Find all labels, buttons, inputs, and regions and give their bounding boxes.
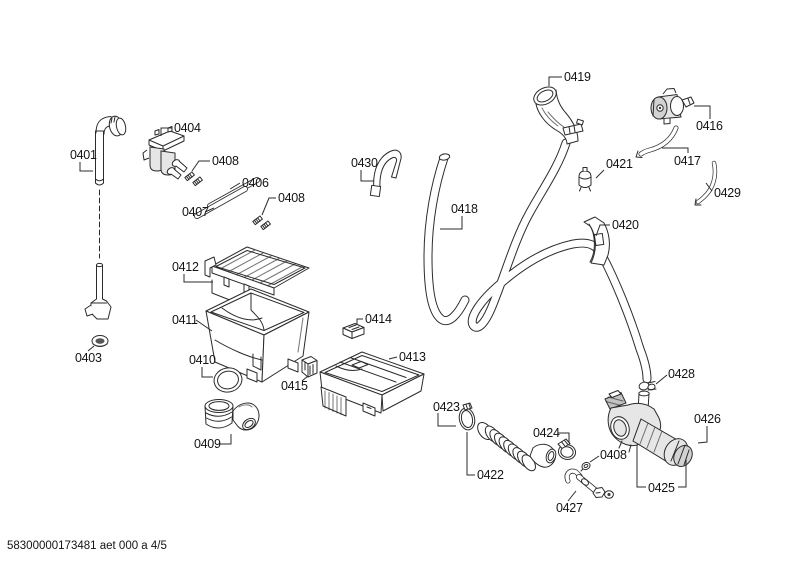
part-0429-hose-drawing [694,160,718,206]
part-0420-bracket-drawing [583,216,610,266]
part-0419-drain-hose-drawing [472,86,647,379]
part-0423-clamp-drawing [458,402,476,431]
part-0411-dispenser-housing-drawing [205,288,310,383]
part-0422-corrugated-hose-drawing [477,421,557,472]
part-label-0409: 0409 [194,437,221,451]
part-0408-screws-b-drawing [252,215,271,231]
part-0421-clip-drawing [578,167,592,192]
part-label-0426: 0426 [694,412,721,426]
part-label-0425: 0425 [648,481,675,495]
part-0416-vent-valve-drawing [650,88,695,125]
part-0430-hose-holder-drawing [369,149,402,198]
part-label-0408-b: 0408 [278,191,305,205]
part-label-0418: 0418 [451,202,478,216]
part-0408-clip-c-drawing [580,461,591,472]
part-0428-clamp-drawing [638,381,657,391]
part-label-0410: 0410 [189,353,216,367]
part-0412-dispenser-top-drawing [204,246,310,305]
part-label-0427: 0427 [556,501,583,515]
part-label-0424: 0424 [533,426,560,440]
part-0417-hose-drawing [635,125,679,158]
part-0403-seal-drawing [91,335,109,347]
part-label-0429: 0429 [714,186,741,200]
part-0425-pump-assembly-drawing [604,390,693,467]
part-0408-screws-a-drawing [184,171,203,187]
part-label-0406: 0406 [242,176,269,190]
part-label-0408-a: 0408 [212,154,239,168]
part-label-0419: 0419 [564,70,591,84]
part-labels: 0401 0404 0408 0406 0407 0408 0430 0418 … [70,70,741,515]
part-0427-drain-pipe-drawing [564,468,614,499]
part-0410-gasket-ring-drawing [213,367,243,393]
part-label-0420: 0420 [612,218,639,232]
part-label-0413: 0413 [399,350,426,364]
part-label-0416: 0416 [696,119,723,133]
part-label-0411: 0411 [172,313,198,327]
part-label-0407: 0407 [182,205,209,219]
part-label-0422: 0422 [477,468,504,482]
part-label-0414: 0414 [365,312,392,326]
part-0409-sump-elbow-drawing [204,399,260,431]
part-0404-inlet-valve-drawing [142,126,188,180]
part-0415-clip-drawing [301,356,318,378]
part-label-0403: 0403 [75,351,102,365]
part-0413-dispenser-drawer-drawing [319,351,425,417]
part-0418-hose-drawing [428,153,465,321]
part-label-0415: 0415 [281,379,308,393]
part-0424-clamp-drawing [557,438,577,460]
part-label-0428: 0428 [668,367,695,381]
part-0414-cap-drawing [342,323,365,339]
part-label-0423: 0423 [433,400,460,414]
part-label-0430: 0430 [351,156,378,170]
leader-lines [79,76,713,502]
part-label-0408-c: 0408 [600,448,627,462]
part-0426-pump-motor-drawing [663,438,693,467]
part-0401-inlet-hose-drawing [84,115,127,320]
part-label-0401: 0401 [70,148,97,162]
part-label-0412: 0412 [172,260,199,274]
part-label-0404: 0404 [174,121,201,135]
document-code: 58300000173481 aet 000 a 4/5 [7,540,167,552]
part-label-0421: 0421 [606,157,633,171]
part-label-0417: 0417 [674,154,701,168]
